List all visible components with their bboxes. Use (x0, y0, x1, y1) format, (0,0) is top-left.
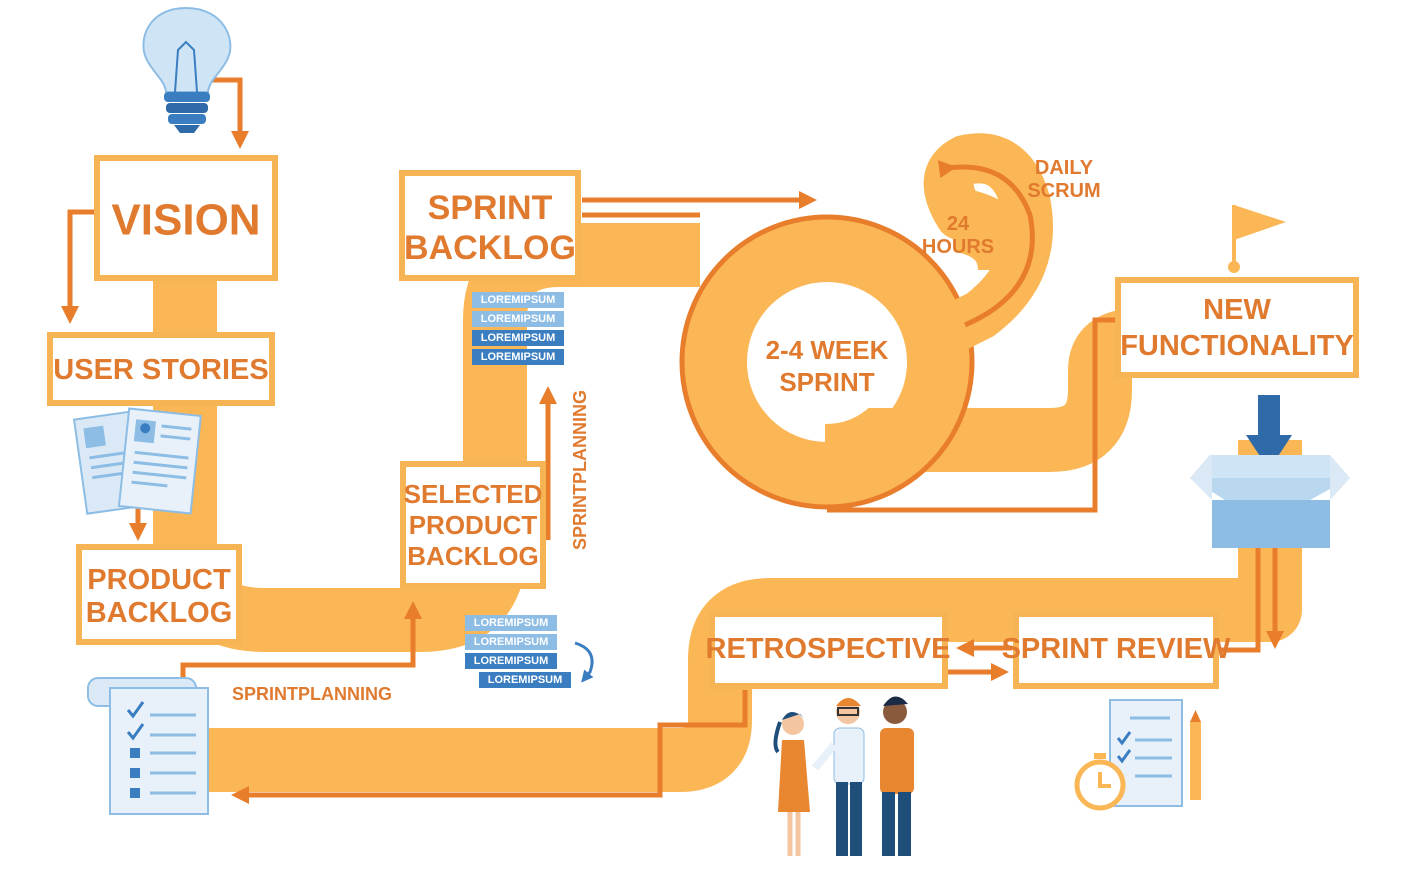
hours-label-2: HOURS (922, 236, 994, 258)
sprint-review-label: SPRINT REVIEW (1002, 633, 1231, 665)
retrospective-label: RETROSPECTIVE (706, 633, 951, 665)
vision-box: VISION (94, 155, 278, 281)
open-box-icon (1190, 395, 1350, 548)
stack-top-item: LOREMIPSUM (481, 313, 556, 325)
selected-label-3: BACKLOG (407, 541, 538, 571)
daily-scrum-label-2: SCRUM (1027, 180, 1100, 202)
backlog-stack-bottom: LOREMIPSUM LOREMIPSUM LOREMIPSUM LOREMIP… (465, 615, 594, 688)
sprint-backlog-box: SPRINT BACKLOG (399, 170, 581, 281)
vision-label: VISION (111, 196, 260, 245)
checklist-icon (87, 677, 209, 815)
sprint-label-2: SPRINT (779, 367, 874, 397)
stack-bottom-item: LOREMIPSUM (474, 617, 549, 629)
flag-icon (1228, 205, 1286, 273)
team-people-icon (773, 696, 914, 856)
retrospective-box: RETROSPECTIVE (706, 611, 951, 689)
new-functionality-label-2: FUNCTIONALITY (1120, 330, 1354, 362)
sprint-backlog-label-1: SPRINT (428, 189, 553, 227)
pencil-icon (1190, 710, 1201, 800)
refresh-arrow-icon (574, 641, 594, 683)
product-backlog-label-2: BACKLOG (86, 597, 233, 629)
new-functionality-box: NEW FUNCTIONALITY (1115, 277, 1359, 378)
selected-label-1: SELECTED (404, 479, 543, 509)
sprint-backlog-label-2: BACKLOG (404, 229, 576, 267)
product-backlog-label-1: PRODUCT (87, 564, 231, 596)
stack-top-item: LOREMIPSUM (481, 332, 556, 344)
sprint-loop (683, 218, 971, 506)
stack-bottom-item: LOREMIPSUM (474, 636, 549, 648)
user-stories-box: USER STORIES (47, 332, 275, 406)
selected-product-backlog-box: SELECTED PRODUCT BACKLOG (400, 461, 546, 589)
daily-scrum-label-1: DAILY (1035, 157, 1094, 179)
sprint-label-1: 2-4 WEEK (766, 335, 889, 365)
hours-label-1: 24 (947, 213, 970, 235)
product-backlog-box: PRODUCT BACKLOG (76, 544, 242, 645)
new-functionality-label-1: NEW (1203, 294, 1271, 326)
user-profile-documents-icon (72, 407, 202, 515)
sprint-planning-vertical-label: SPRINTPLANNING (570, 390, 590, 550)
user-stories-label: USER STORIES (53, 354, 268, 386)
stack-bottom-item: LOREMIPSUM (488, 674, 563, 686)
stack-bottom-item: LOREMIPSUM (474, 655, 549, 667)
stopwatch-icon (1074, 753, 1126, 811)
selected-label-2: PRODUCT (409, 510, 538, 540)
sprint-review-box: SPRINT REVIEW (1002, 611, 1231, 689)
light-bulb-icon (142, 6, 232, 133)
backlog-stack-top: LOREMIPSUM LOREMIPSUM LOREMIPSUM LOREMIP… (472, 292, 564, 365)
stack-top-item: LOREMIPSUM (481, 294, 556, 306)
stack-top-item: LOREMIPSUM (481, 351, 556, 363)
sprint-planning-horizontal-label: SPRINTPLANNING (232, 684, 392, 704)
